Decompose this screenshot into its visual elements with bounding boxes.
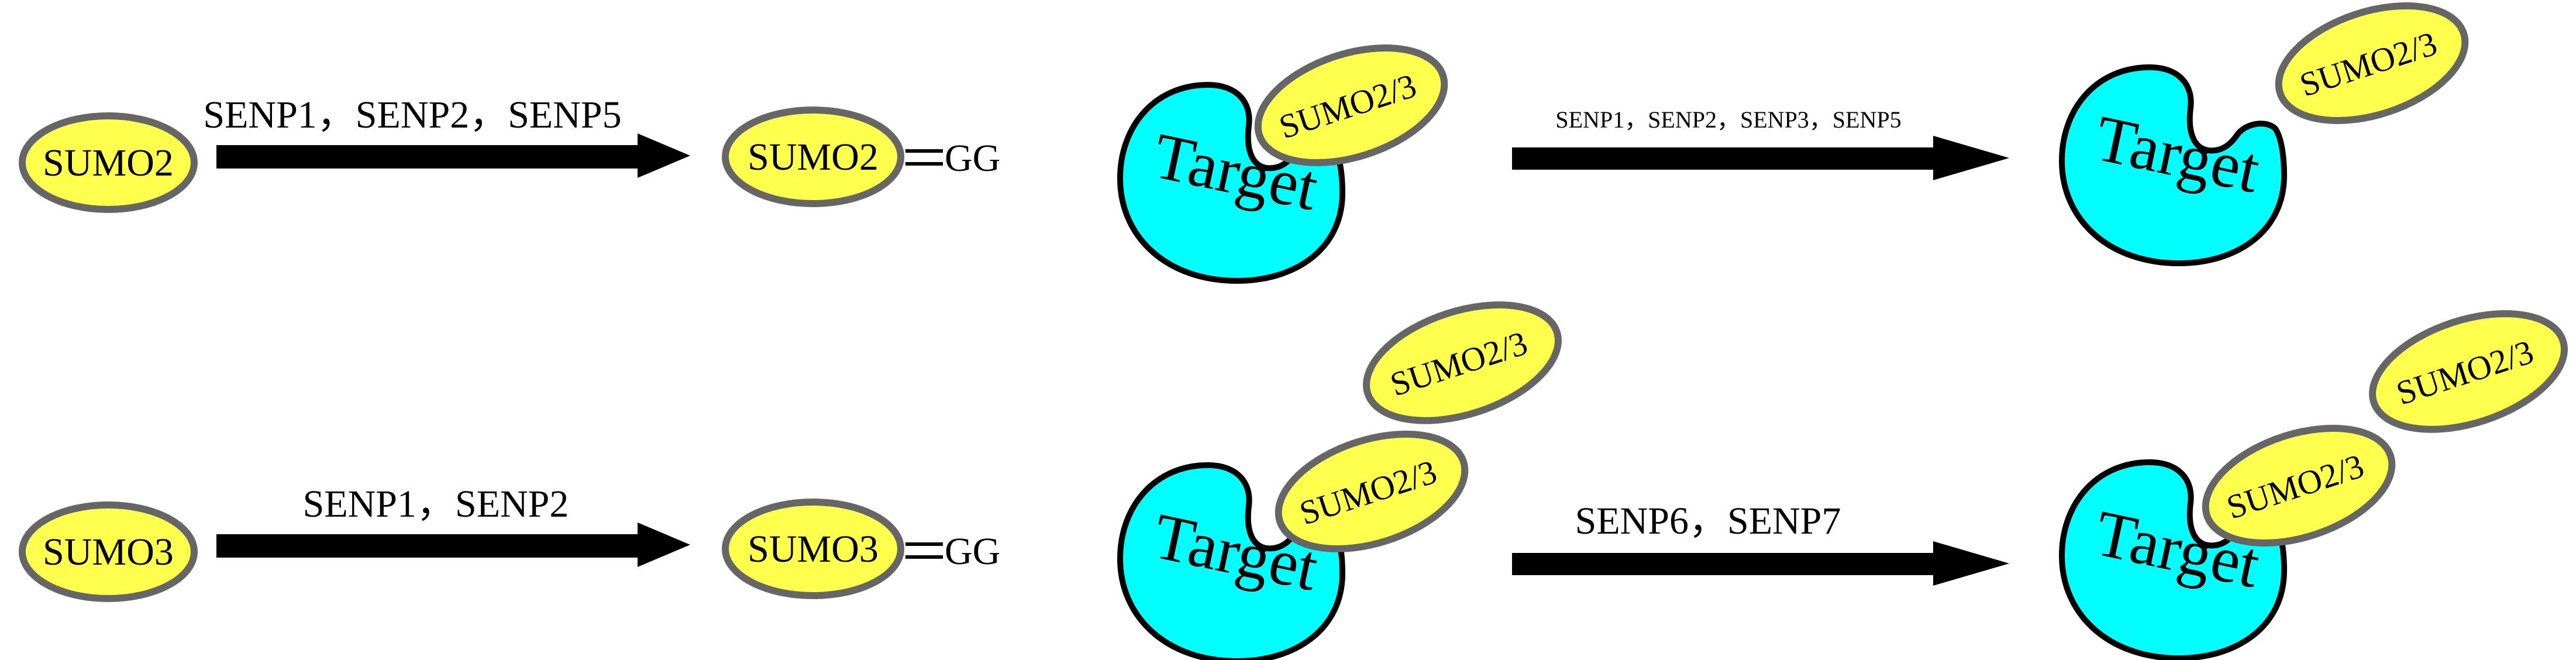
chain-editing-arrow (1512, 541, 2009, 586)
released-chain-sumo23-oval (2369, 310, 2568, 433)
chain-editing-enzymes-label: SENP6，SENP7 (1575, 500, 1841, 542)
mature-sumo2-label: SUMO2 (748, 136, 879, 178)
mature-sumo2-oval (722, 106, 904, 207)
free-target-top-group: Target (2062, 67, 2284, 263)
mature-sumo2-group: SUMO2 GG (722, 106, 1000, 207)
precursor-sumo2-group: SUMO2 (19, 112, 198, 213)
sumo3-gg-tail-label: GG (945, 530, 1000, 573)
sumo2-processing-enzymes-label: SENP1，SENP2，SENP5 (203, 94, 621, 136)
sumo2-processing-arrow (216, 133, 690, 178)
remaining-sumo23-oval (2202, 424, 2396, 547)
polysumo-target-group: Target SUMO2/3 SUMO2/3 (1120, 301, 1562, 660)
precursor-sumo3-label: SUMO3 (43, 531, 174, 573)
sumo3-processing-arrow (216, 522, 690, 567)
conjugated-target-top-group: Target SUMO2/3 (1120, 44, 1448, 281)
sumo2-gg-tail-label: GG (945, 137, 1000, 180)
chain-sumo23-outer-oval (1363, 301, 1562, 424)
precursor-sumo2-label: SUMO2 (43, 142, 174, 184)
released-sumo23-top-group: SUMO2/3 (2275, 2, 2469, 125)
chain-sumo23-inner-oval (1275, 430, 1469, 553)
deconjugation-arrow (1512, 136, 2009, 180)
released-sumo23-oval (2275, 2, 2469, 125)
precursor-sumo2-oval (19, 112, 198, 213)
monosumo-target-group: Target SUMO2/3 (2062, 424, 2396, 658)
sumo3-processing-enzymes-label: SENP1，SENP2 (303, 483, 569, 525)
mature-sumo3-label: SUMO3 (748, 528, 879, 570)
precursor-sumo3-oval (19, 501, 198, 602)
released-sumo23-bottom-group: SUMO2/3 (2369, 310, 2568, 433)
mature-sumo3-group: SUMO3 GG (722, 499, 1000, 599)
conjugated-sumo23-oval (1254, 44, 1448, 167)
precursor-sumo3-group: SUMO3 (19, 501, 198, 602)
deconjugation-enzymes-label: SENP1，SENP2，SENP3，SENP5 (1555, 106, 1901, 133)
mature-sumo3-oval (722, 499, 904, 599)
